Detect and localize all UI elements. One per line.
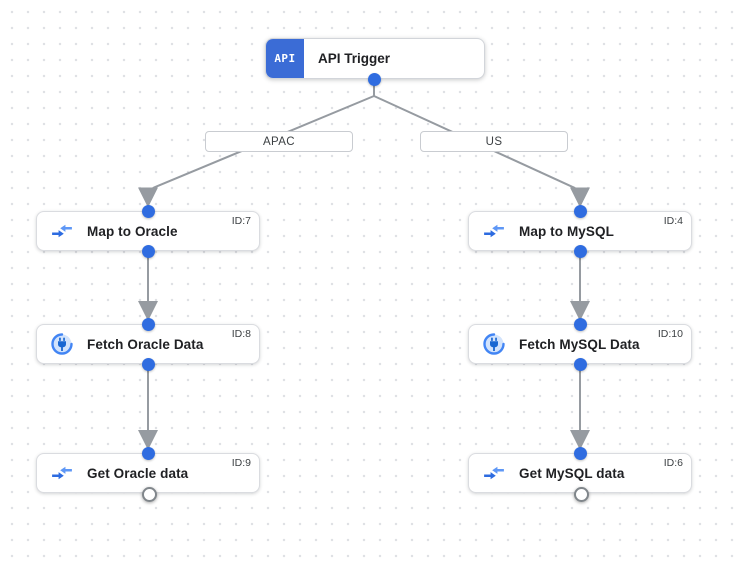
connector-icon bbox=[482, 332, 506, 356]
node-title: Get MySQL data bbox=[519, 465, 625, 481]
node-api-trigger[interactable]: API API Trigger bbox=[265, 38, 485, 79]
node-id-badge: ID:7 bbox=[231, 215, 251, 227]
connector-icon bbox=[50, 332, 74, 356]
port-r1-in[interactable] bbox=[573, 204, 587, 218]
port-l2-out[interactable] bbox=[141, 357, 155, 371]
node-title: Get Oracle data bbox=[87, 465, 189, 481]
port-l1-out[interactable] bbox=[141, 244, 155, 258]
port-l3-terminal[interactable] bbox=[141, 486, 157, 502]
node-title: Map to MySQL bbox=[519, 223, 614, 239]
node-title: Map to Oracle bbox=[87, 223, 178, 239]
node-map-to-oracle[interactable]: Map to Oracle ID:7 bbox=[36, 211, 260, 251]
port-l2-in[interactable] bbox=[141, 317, 155, 331]
node-id-badge: ID:4 bbox=[663, 215, 683, 227]
trigger-title: API Trigger bbox=[318, 51, 391, 66]
port-r1-out[interactable] bbox=[573, 244, 587, 258]
node-id-badge: ID:10 bbox=[657, 328, 683, 340]
node-id-badge: ID:8 bbox=[231, 328, 251, 340]
data-mapping-icon bbox=[50, 461, 74, 485]
port-r3-in[interactable] bbox=[573, 446, 587, 460]
data-mapping-icon bbox=[482, 461, 506, 485]
node-id-badge: ID:6 bbox=[663, 457, 683, 469]
edge-label-us[interactable]: US bbox=[420, 131, 568, 152]
node-title: Fetch Oracle Data bbox=[87, 336, 204, 352]
port-r2-out[interactable] bbox=[573, 357, 587, 371]
data-mapping-icon bbox=[50, 219, 74, 243]
node-get-oracle-data[interactable]: Get Oracle data ID:9 bbox=[36, 453, 260, 493]
node-fetch-mysql-data[interactable]: Fetch MySQL Data ID:10 bbox=[468, 324, 692, 364]
data-mapping-icon bbox=[482, 219, 506, 243]
node-get-mysql-data[interactable]: Get MySQL data ID:6 bbox=[468, 453, 692, 493]
port-l3-in[interactable] bbox=[141, 446, 155, 460]
node-id-badge: ID:9 bbox=[231, 457, 251, 469]
port-l1-in[interactable] bbox=[141, 204, 155, 218]
edge-label-apac[interactable]: APAC bbox=[205, 131, 353, 152]
port-r2-in[interactable] bbox=[573, 317, 587, 331]
port-r3-terminal[interactable] bbox=[573, 486, 589, 502]
node-map-to-mysql[interactable]: Map to MySQL ID:4 bbox=[468, 211, 692, 251]
node-title: Fetch MySQL Data bbox=[519, 336, 640, 352]
api-trigger-icon: API bbox=[266, 39, 304, 78]
port-trigger-out[interactable] bbox=[367, 72, 381, 86]
